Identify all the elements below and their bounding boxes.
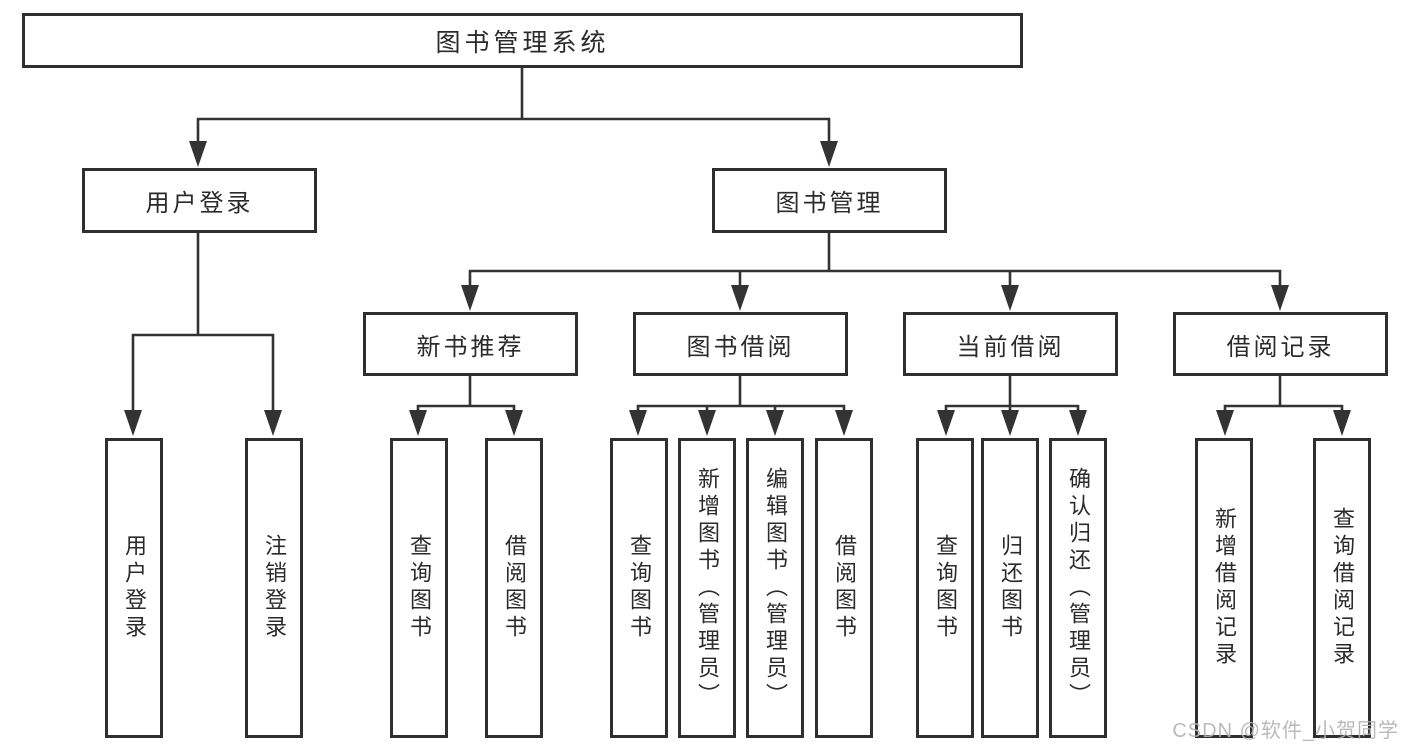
- leaf-label: 查询图书: [933, 534, 958, 642]
- leaf-confirm-return-admin: 确认归还（管理员）: [1049, 438, 1107, 738]
- leaf-label: 查询借阅记录: [1330, 507, 1355, 669]
- leaf-label: 用户登录: [122, 534, 147, 642]
- leaf-label: 借阅图书: [502, 534, 527, 642]
- node-label: 图书借阅: [686, 333, 795, 361]
- leaf-label: 注销登录: [262, 534, 287, 642]
- node-label: 借阅记录: [1226, 333, 1335, 361]
- node-book-management: 图书管理: [712, 168, 947, 233]
- node-library-management-system: 图书管理系统: [22, 13, 1023, 68]
- leaf-label: 查询图书: [627, 534, 652, 642]
- csdn-watermark: CSDN @软件_小贺同学: [1172, 720, 1399, 742]
- leaf-label: 新增图书（管理员）: [695, 466, 720, 710]
- node-label: 图书管理系统: [435, 28, 610, 57]
- leaf-user-login: 用户登录: [105, 438, 163, 738]
- connector-paths: [131, 68, 1344, 431]
- node-label: 新书推荐: [416, 333, 525, 361]
- leaf-edit-book-admin: 编辑图书（管理员）: [746, 438, 804, 738]
- leaf-add-borrow-record: 新增借阅记录: [1195, 438, 1253, 738]
- leaf-query-books-current: 查询图书: [916, 438, 974, 738]
- arrowhead-icons: [124, 141, 1351, 436]
- node-new-book-recommend: 新书推荐: [363, 312, 578, 376]
- leaf-label: 归还图书: [998, 534, 1023, 642]
- leaf-label: 确认归还（管理员）: [1066, 466, 1091, 710]
- node-label: 用户登录: [145, 190, 254, 217]
- node-label: 图书管理: [775, 190, 884, 217]
- leaf-query-books-borrowing: 查询图书: [610, 438, 668, 738]
- leaf-query-borrow-record: 查询借阅记录: [1313, 438, 1371, 738]
- node-borrowing-records: 借阅记录: [1173, 312, 1388, 376]
- leaf-borrow-books-recommend: 借阅图书: [485, 438, 543, 738]
- node-book-borrowing: 图书借阅: [633, 312, 848, 376]
- node-user-login: 用户登录: [82, 168, 317, 233]
- leaf-return-book: 归还图书: [981, 438, 1039, 738]
- node-label: 当前借阅: [956, 333, 1065, 361]
- leaf-label: 新增借阅记录: [1212, 507, 1237, 669]
- leaf-add-book-admin: 新增图书（管理员）: [678, 438, 736, 738]
- leaf-query-books-recommend: 查询图书: [390, 438, 448, 738]
- leaf-label: 借阅图书: [832, 534, 857, 642]
- leaf-logout: 注销登录: [245, 438, 303, 738]
- leaf-label: 查询图书: [407, 534, 432, 642]
- leaf-label: 编辑图书（管理员）: [763, 466, 788, 710]
- leaf-borrow-book: 借阅图书: [815, 438, 873, 738]
- node-current-borrowing: 当前借阅: [903, 312, 1118, 376]
